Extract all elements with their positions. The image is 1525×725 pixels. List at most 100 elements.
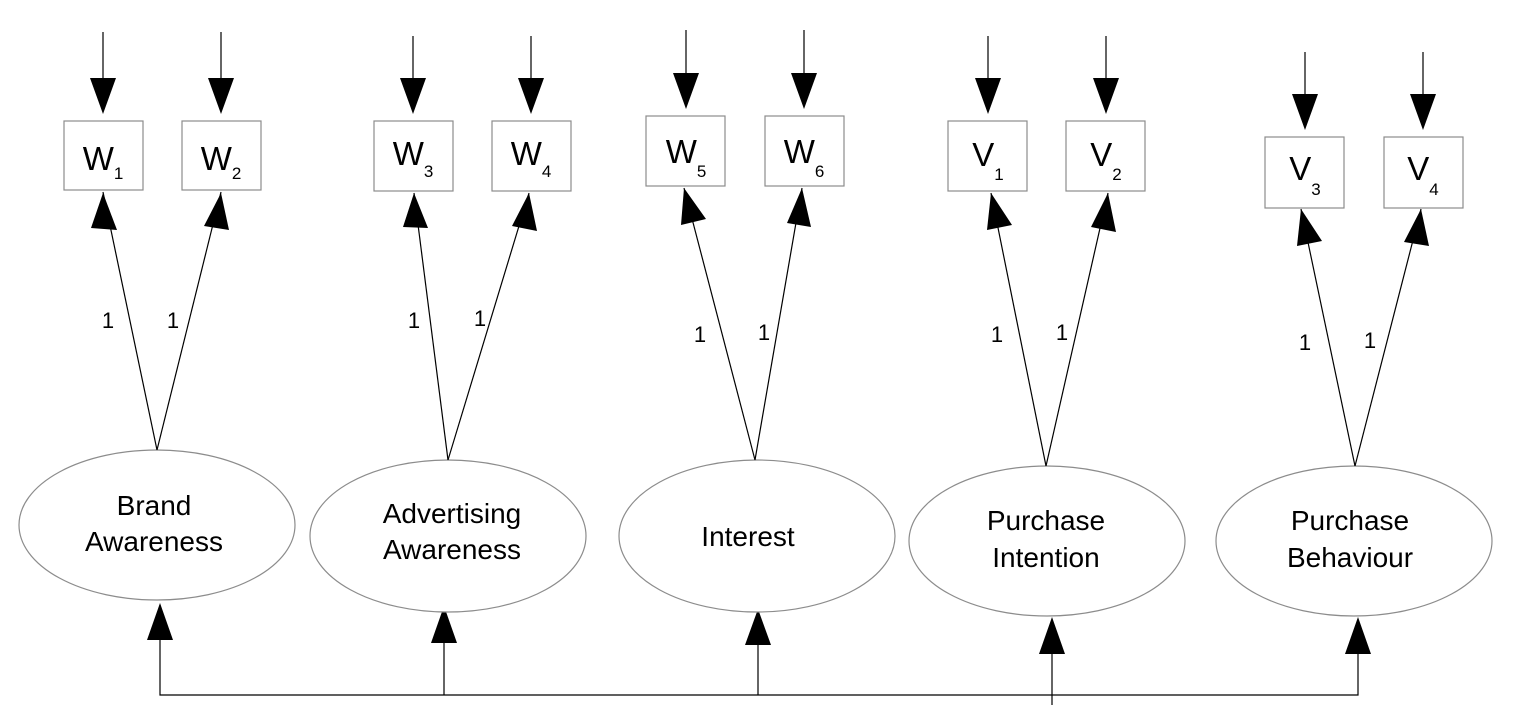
latent-label-line: Awareness	[383, 534, 521, 565]
loading-line	[683, 187, 756, 461]
indicator-subscript: 5	[697, 162, 706, 181]
latent-advertising-awareness: Advertising Awareness	[309, 459, 587, 613]
latent-label-line: Purchase	[1291, 505, 1409, 536]
indicator-label: W5	[666, 133, 707, 181]
indicator-letter: V	[1090, 136, 1112, 173]
indicator-v3: V3	[1264, 136, 1345, 209]
error-arrows	[90, 30, 1436, 130]
latent-interest: Interest	[618, 459, 896, 613]
error-arrowhead	[208, 78, 234, 114]
indicator-label: V1	[972, 136, 1003, 184]
indicator-box	[1264, 136, 1345, 209]
loading-value: 1	[1299, 330, 1311, 355]
loading-arrowhead	[1404, 209, 1429, 246]
loading-line	[1354, 208, 1422, 467]
latent-label-line: Brand	[117, 490, 192, 521]
loading-value: 1	[167, 308, 179, 333]
loading-arrowhead	[787, 188, 811, 227]
indicator-w5: W5	[645, 115, 726, 187]
indicator-box	[181, 120, 262, 191]
indicator-letter: V	[1289, 150, 1311, 187]
indicator-v2: V2	[1065, 120, 1146, 192]
indicator-box	[645, 115, 726, 187]
indicator-label: V2	[1090, 136, 1121, 184]
loading-arrowhead	[1297, 209, 1322, 246]
correlation-bus	[147, 603, 1371, 705]
loading-value: 1	[408, 308, 420, 333]
loading-labels: 1 1 1 1 1 1 1 1 1 1	[102, 306, 1376, 355]
latent-label-line: Advertising	[383, 498, 522, 529]
latent-label-line: Behaviour	[1287, 542, 1413, 573]
indicator-label: W1	[83, 140, 124, 183]
indicator-w3: W3	[373, 120, 454, 192]
indicator-box	[1383, 136, 1464, 209]
error-arrowhead	[975, 78, 1001, 114]
bus-arrow-advertising	[431, 606, 457, 643]
indicator-subscript: 4	[1429, 180, 1438, 199]
loading-value: 1	[474, 306, 486, 331]
indicator-subscript: 2	[232, 164, 241, 183]
indicator-w6: W6	[764, 115, 845, 187]
indicator-subscript: 1	[994, 165, 1003, 184]
loading-value: 1	[102, 308, 114, 333]
indicator-label: W4	[511, 135, 552, 181]
latent-ellipse	[1215, 465, 1493, 617]
indicator-label: V4	[1407, 150, 1438, 199]
loading-line	[156, 191, 222, 451]
loading-arrowhead	[91, 193, 117, 230]
indicator-w1: W1	[63, 120, 144, 191]
indicator-v1: V1	[947, 120, 1028, 192]
indicator-box	[491, 120, 572, 192]
indicator-box	[63, 120, 144, 191]
indicator-label: V3	[1289, 150, 1320, 199]
indicator-letter: V	[972, 136, 994, 173]
latent-purchase-intention: Purchase Intention	[908, 465, 1186, 617]
bus-arrow-intention	[1039, 617, 1065, 654]
loading-arrowhead	[681, 188, 706, 225]
indicator-subscript: 6	[815, 162, 824, 181]
bus-arrow-interest	[745, 609, 771, 645]
loading-value: 1	[1364, 328, 1376, 353]
error-arrowhead	[1292, 94, 1318, 130]
loading-arrowhead	[1091, 193, 1116, 232]
loading-value: 1	[694, 322, 706, 347]
loading-line	[754, 187, 803, 461]
indicator-letter: W	[201, 140, 233, 177]
error-arrowhead	[791, 73, 817, 109]
loading-line	[1045, 192, 1109, 467]
loading-arrowhead	[987, 193, 1012, 230]
latent-label-line: Intention	[992, 542, 1099, 573]
bus-line	[159, 605, 1359, 696]
indicator-box	[947, 120, 1028, 192]
indicator-letter: W	[666, 133, 698, 170]
loading-value: 1	[758, 320, 770, 345]
latent-label-line: Awareness	[85, 526, 223, 557]
indicator-box	[373, 120, 454, 192]
latent-constructs: Brand Awareness Advertising Awareness In…	[18, 449, 1493, 617]
error-arrowhead	[1410, 94, 1436, 130]
error-arrowhead	[673, 73, 699, 109]
loading-line	[447, 192, 530, 461]
indicator-subscript: 3	[424, 162, 433, 181]
indicator-letter: V	[1407, 150, 1429, 187]
indicator-subscript: 1	[114, 164, 123, 183]
indicator-subscript: 2	[1112, 165, 1121, 184]
loading-arrowhead	[403, 193, 428, 228]
latent-label-line: Interest	[701, 521, 795, 552]
indicator-letter: W	[83, 140, 115, 177]
latent-brand-awareness: Brand Awareness	[18, 449, 296, 601]
indicator-letter: W	[393, 135, 425, 172]
bus-arrow-brand	[147, 603, 173, 640]
latent-purchase-behaviour: Purchase Behaviour	[1215, 465, 1493, 617]
indicator-w4: W4	[491, 120, 572, 192]
error-arrowhead	[90, 78, 116, 114]
latent-ellipse	[908, 465, 1186, 617]
error-arrowhead	[400, 78, 426, 114]
indicator-w2: W2	[181, 120, 262, 191]
indicator-label: W3	[393, 135, 434, 181]
loading-line	[1300, 208, 1356, 467]
loading-line	[413, 192, 449, 461]
indicator-boxes: W1 W2 W3 W4 W5 W6 V1 V2	[63, 115, 1464, 209]
indicator-label: W2	[201, 140, 242, 183]
